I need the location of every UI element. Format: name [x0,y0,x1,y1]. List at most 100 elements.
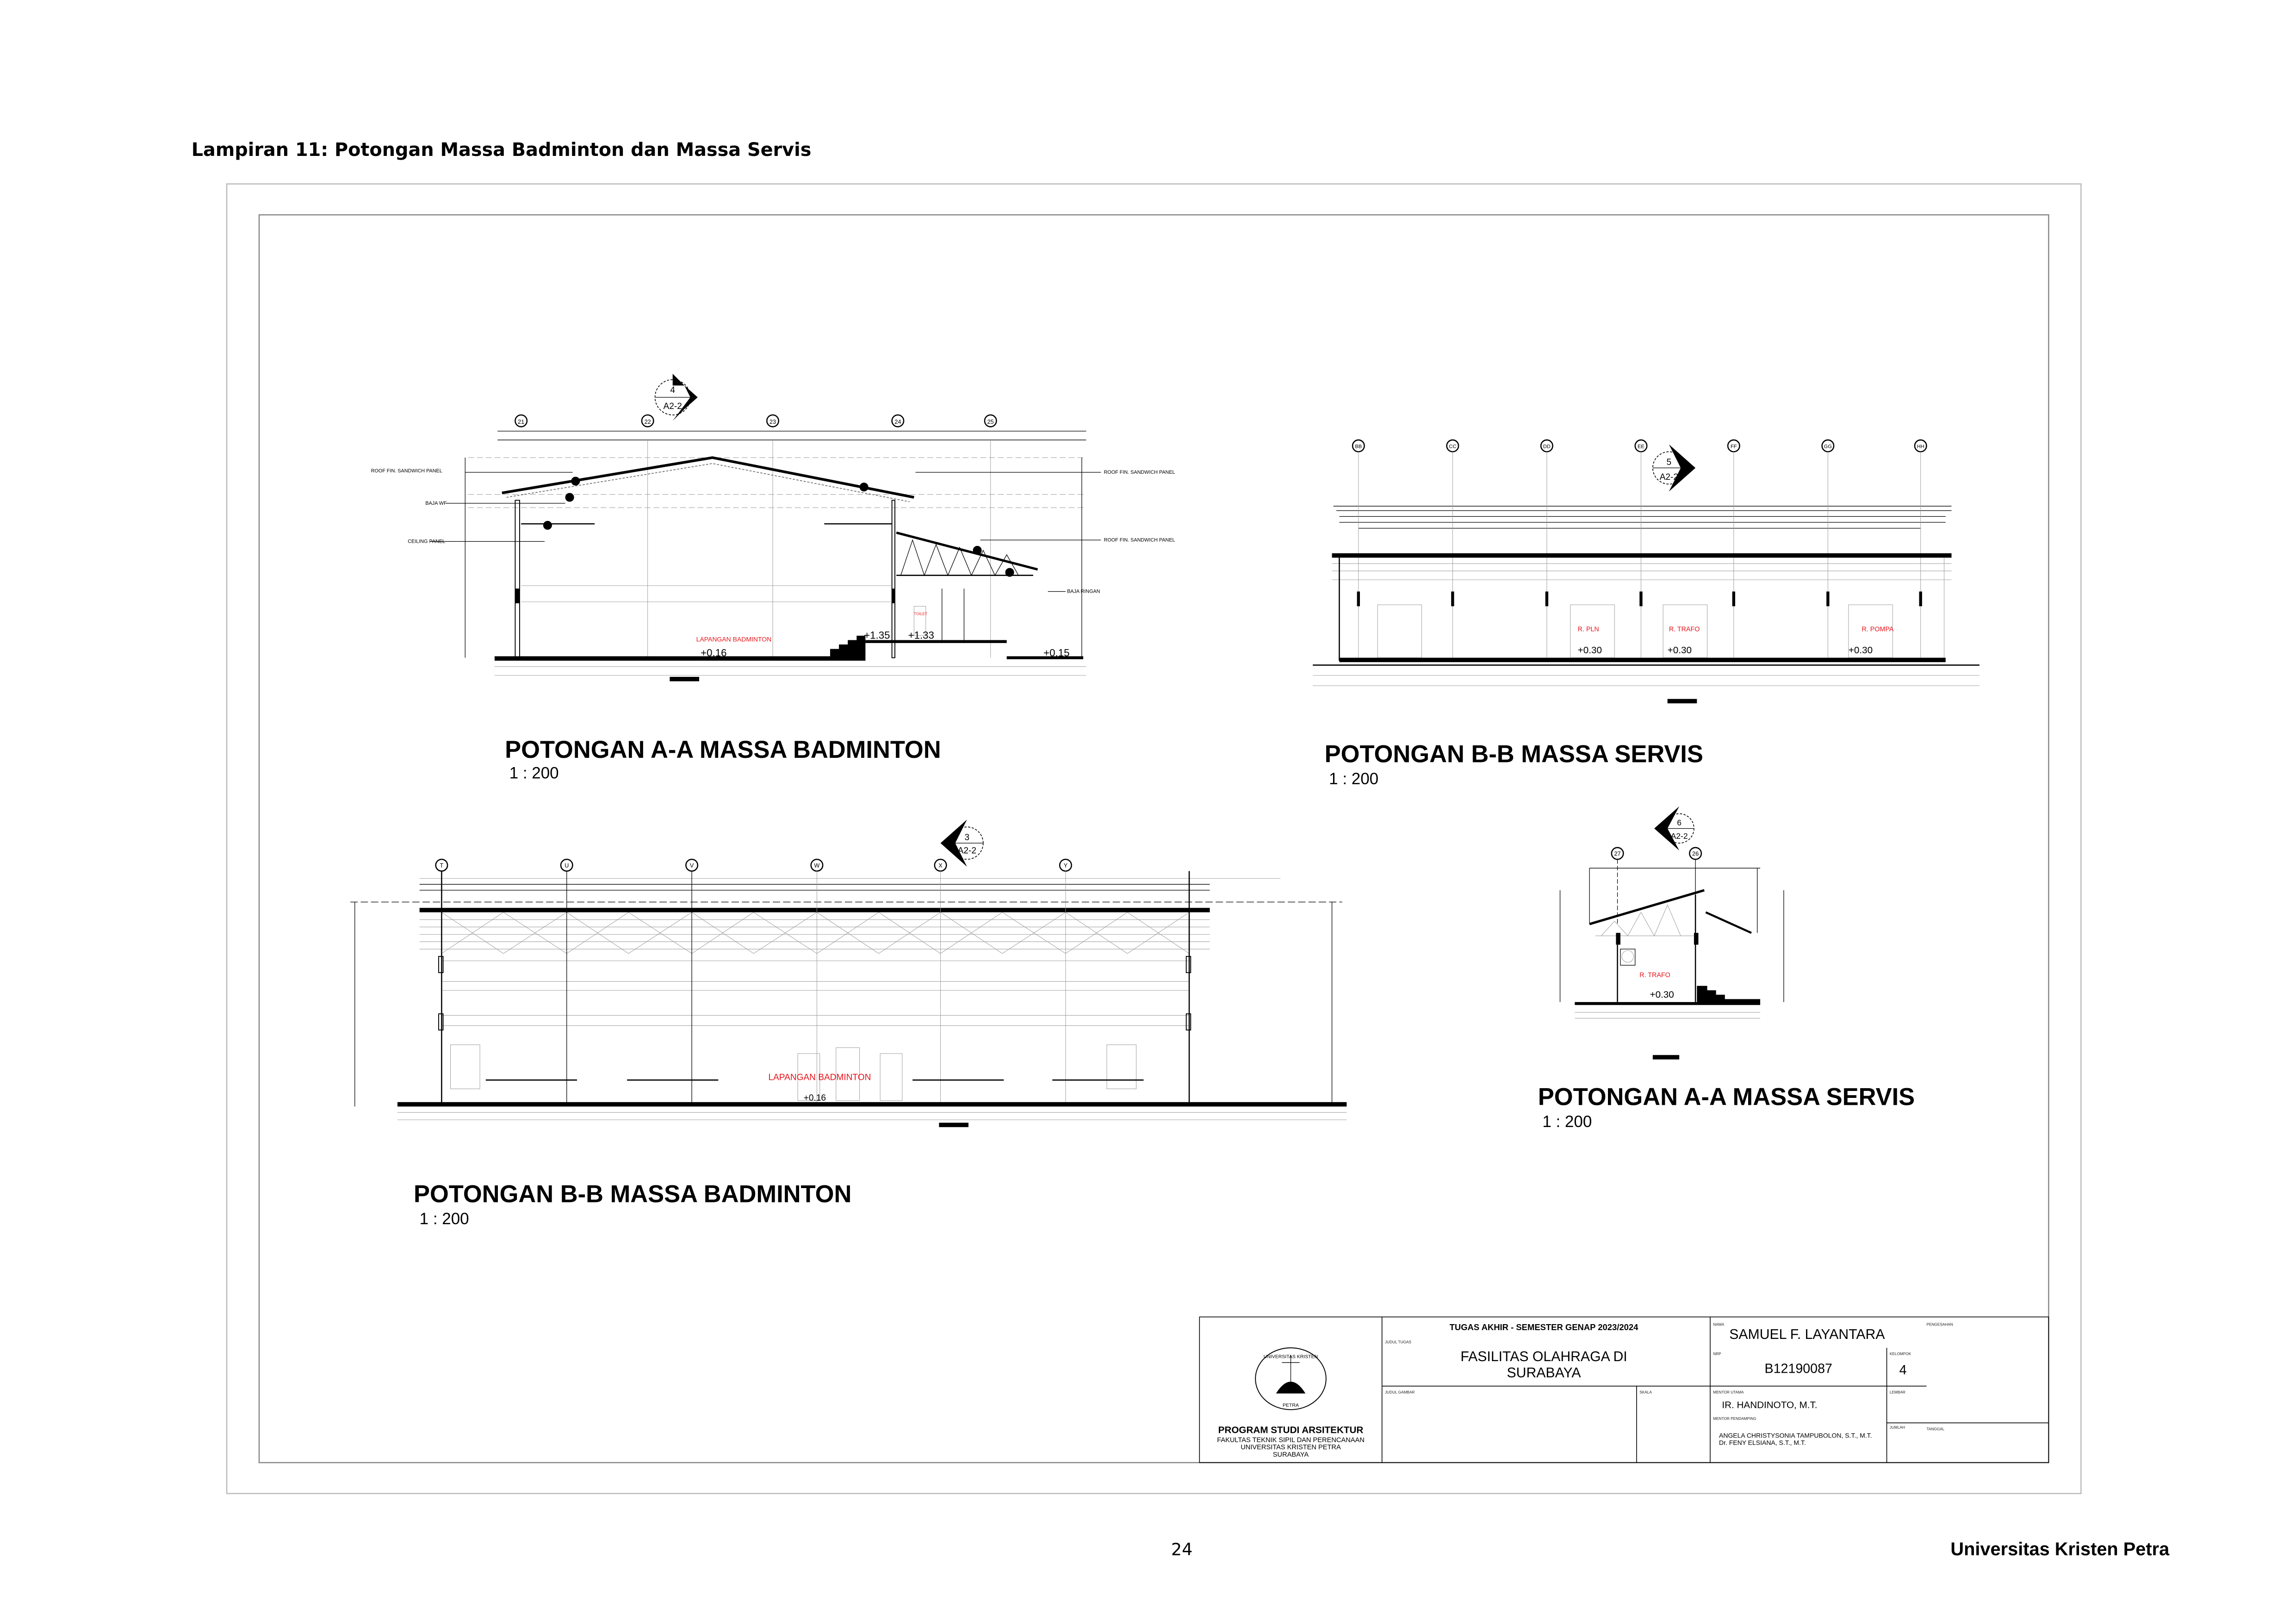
faculty-name: FAKULTAS TEKNIK SIPIL DAN PERENCANAAN [1217,1437,1365,1444]
level-marker: +1.33 [908,629,934,641]
grid-label: Y [1064,862,1068,869]
level-marker: +0.16 [804,1093,826,1103]
drawing-title: POTONGAN B-B MASSA BADMINTON [414,1181,851,1208]
grid-label: CC [1449,444,1456,449]
title-block-header: TUGAS AKHIR - SEMESTER GENAP 2023/2024 [1450,1322,1639,1332]
marker-sheet: A2-2 [664,402,682,411]
grid-label: X [938,862,943,869]
section-bb-servis: 5 A2-2 BB CC DD EE FF GG HH [1313,439,1980,788]
grid-bubbles: BB CC DD EE FF GG HH [1352,439,1927,452]
section-marker: 6 A2-2 [1654,806,1694,851]
drawing-scale: 1 : 200 [1329,770,1378,788]
page-number: 24 [1171,1540,1193,1560]
section-marker: 4 A2-2 [654,373,698,421]
drawing-title: POTONGAN A-A MASSA BADMINTON [505,737,941,763]
field-label: MENTOR PENDAMPING [1713,1417,1756,1421]
field-label: KELOMPOK [1890,1352,1911,1356]
annotation-label: ROOF FIN. SANDWICH PANEL [1104,537,1175,543]
grid-label: 26 [1692,850,1699,857]
grid-label: HH [1917,444,1924,449]
section-bb-badminton: 3 A2-2 T U V W X Y [350,819,1347,1228]
field-label: LEMBAR [1890,1390,1905,1394]
logo-text: UNIVERSITAS KRISTEN [1264,1355,1318,1360]
university-logo: UNIVERSITAS KRISTEN PETRA [1255,1347,1327,1410]
program-name: PROGRAM STUDI ARSITEKTUR [1218,1425,1364,1436]
marker-sheet: A2-2 [1671,831,1688,841]
field-label: SKALA [1639,1390,1652,1394]
grid-label: DD [1543,444,1551,449]
project-title-line1: FASILITAS OLAHRAGA DI [1460,1349,1627,1364]
grid-label: FF [1731,444,1737,449]
marker-number: 3 [964,833,969,842]
grid-label: EE [1638,444,1644,449]
field-label: PENGESAHAN [1926,1323,1953,1327]
university-name: UNIVERSITAS KRISTEN PETRA [1241,1444,1341,1451]
section-aa-servis: 6 A2-2 27 26 R. TRAFO +0.30 POTONGAN A-A… [1538,806,1915,1131]
main-mentor: IR. HANDINOTO, M.T. [1722,1400,1817,1411]
room-label-toilet: TOILET [914,612,927,616]
field-label: JUDUL TUGAS [1385,1340,1411,1344]
grid-label: V [690,862,694,869]
scale-bar [939,1122,968,1127]
room-label: LAPANGAN BADMINTON [768,1072,871,1082]
level-marker: +0.16 [701,647,726,658]
marker-sheet: A2-2 [1660,472,1678,482]
field-label: NRP [1713,1352,1721,1356]
field-label: JUDUL GAMBAR [1385,1390,1415,1394]
grid-label: 22 [645,418,651,425]
annotation-label: CEILING PANEL [408,539,445,545]
grid-label: 25 [987,418,994,425]
drawing-scale: 1 : 200 [420,1210,469,1228]
drawing-title: POTONGAN A-A MASSA SERVIS [1538,1084,1915,1110]
student-nrp: B12190087 [1765,1361,1832,1376]
field-label: TANGGAL [1926,1427,1944,1431]
level-marker: +0.15 [1043,647,1069,658]
annotation-label: ROOF FIN. SANDWICH PANEL [1104,470,1175,475]
grid-label: 27 [1614,850,1620,857]
room-label: R. PLN [1578,626,1599,633]
project-title-line2: SURABAYA [1507,1365,1582,1381]
city-name: SURABAYA [1273,1451,1309,1459]
room-label: R. TRAFO [1669,626,1700,633]
marker-number: 6 [1677,818,1682,827]
grid-label: 23 [769,418,776,425]
grid-label: W [814,862,819,869]
grid-label: T [440,862,444,869]
logo-text: PETRA [1283,1403,1299,1408]
marker-number: 5 [1667,458,1672,467]
drawing-scale: 1 : 200 [509,764,559,782]
level-marker: +0.30 [1849,645,1873,656]
level-marker: +0.30 [1578,645,1602,656]
field-label: NAMA [1713,1323,1724,1327]
co-mentor: ANGELA CHRISTYSONIA TAMPUBOLON, S.T., M.… [1719,1431,1872,1439]
annotation-label: BAJA RINGAN [1067,589,1100,595]
figure-border [226,183,2082,1494]
field-label: MENTOR UTAMA [1713,1390,1744,1394]
grid-label: 21 [518,418,524,425]
scale-bar [1667,699,1697,704]
page-heading: Lampiran 11: Potongan Massa Badminton da… [192,139,812,161]
grid-label: GG [1824,444,1832,449]
footer-institution: Universitas Kristen Petra [1950,1539,2170,1560]
room-label: R. TRAFO [1639,972,1670,979]
marker-number: 4 [670,385,675,395]
sheet-frame [258,214,2049,1463]
group-number: 4 [1899,1363,1907,1378]
section-marker: 5 A2-2 [1652,444,1696,492]
scale-bar [1652,1055,1680,1059]
annotation-label: BAJA WF [425,501,447,506]
section-aa-badminton: 4 A2-2 21 22 23 24 25 [371,373,1175,782]
field-label: JUMLAH [1890,1425,1905,1430]
annotation-label: ROOF FIN. SANDWICH PANEL [371,468,442,474]
grid-label: U [565,862,569,869]
grid-label: BB [1355,444,1362,449]
grid-bubbles: T U V W X Y [435,859,1072,872]
section-marker: 3 A2-2 [940,819,984,867]
grid-bubbles: 21 22 23 24 25 [515,414,997,427]
co-mentor: Dr. FENY ELSIANA, S.T., M.T. [1719,1439,1806,1446]
grid-label: 24 [894,418,901,425]
scale-bar [670,676,699,681]
student-name: SAMUEL F. LAYANTARA [1729,1327,1885,1342]
marker-sheet: A2-2 [958,846,976,856]
